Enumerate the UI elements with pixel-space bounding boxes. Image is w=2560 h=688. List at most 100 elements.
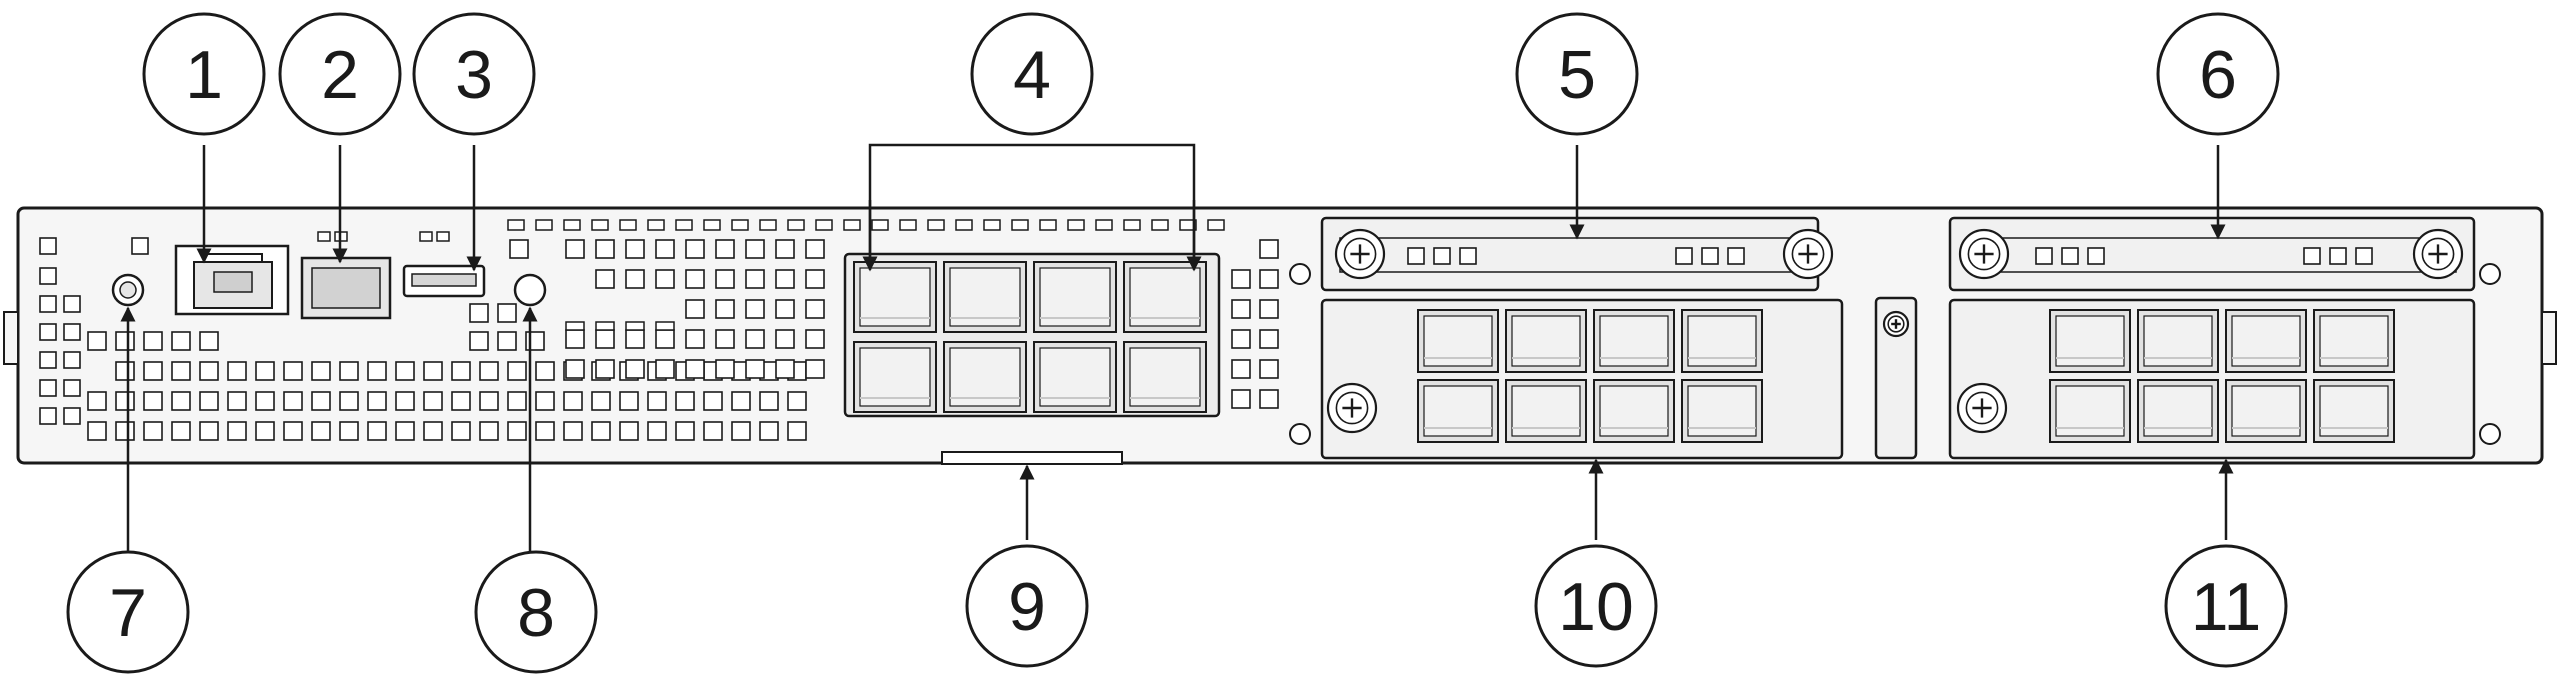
vent-slot: [1039, 219, 1057, 231]
vent-slot: [479, 391, 499, 411]
sfp-port[interactable]: [2225, 379, 2307, 443]
sfp-port[interactable]: [2313, 309, 2395, 373]
vent-slot: [745, 299, 765, 319]
vent-slot: [367, 361, 387, 381]
sfp-port[interactable]: [1033, 341, 1117, 413]
sfp-port[interactable]: [2313, 379, 2395, 443]
vent-slot: [715, 299, 735, 319]
vent-slot: [395, 361, 415, 381]
screws: [1326, 228, 2464, 434]
sfp-port[interactable]: [1123, 341, 1207, 413]
vent-slot: [565, 329, 585, 349]
sfp-port[interactable]: [1505, 309, 1587, 373]
vent-slot: [535, 391, 555, 411]
reset-button[interactable]: [513, 273, 547, 307]
callout-5-label: 5: [1558, 37, 1596, 113]
vent-slot: [507, 219, 525, 231]
sfp-port[interactable]: [2049, 379, 2131, 443]
leader-lines: [120, 143, 2234, 560]
vent-slot: [63, 407, 81, 425]
fixed-sfp-port-block: [843, 252, 1221, 418]
vent-slot: [625, 329, 645, 349]
vent-slot: [815, 219, 833, 231]
sfp-port[interactable]: [1593, 379, 1675, 443]
vent-slot: [115, 421, 135, 441]
vent-slot: [497, 331, 517, 351]
vent-slot: [131, 237, 149, 255]
vent-slot: [731, 219, 749, 231]
sfp-port[interactable]: [943, 261, 1027, 333]
vent-slot: [775, 329, 795, 349]
vent-slot: [227, 361, 247, 381]
vent-slot: [423, 391, 443, 411]
vent-slot: [1259, 239, 1279, 259]
ventilation-grid-top: [507, 219, 1225, 231]
sfp-port[interactable]: [1417, 379, 1499, 443]
vent-slot: [479, 361, 499, 381]
vent-slot: [591, 219, 609, 231]
sfp-port[interactable]: [853, 261, 937, 333]
vent-slot: [1259, 269, 1279, 289]
sfp-port[interactable]: [1417, 309, 1499, 373]
vent-slot: [983, 219, 1001, 231]
vent-slot: [255, 421, 275, 441]
vent-slot: [507, 361, 527, 381]
vent-slot: [283, 421, 303, 441]
callout-3-label: 3: [455, 37, 493, 113]
vent-slot: [565, 239, 585, 259]
vent-slot: [927, 219, 945, 231]
vent-slot: [685, 269, 705, 289]
vent-slot: [685, 359, 705, 379]
network-module-bay-2: [1948, 216, 2501, 460]
management-rj45-port[interactable]: [174, 244, 290, 316]
vent-slot: [595, 269, 615, 289]
power-led: [111, 273, 145, 307]
callout-1: 1: [142, 12, 266, 136]
sfp-port[interactable]: [853, 341, 937, 413]
vent-slot: [619, 391, 639, 411]
sfp-port[interactable]: [1593, 309, 1675, 373]
sfp-port[interactable]: [1681, 309, 1763, 373]
sfp-port[interactable]: [2137, 309, 2219, 373]
sfp-port[interactable]: [2225, 309, 2307, 373]
pull-tab[interactable]: [941, 451, 1123, 465]
vent-slot: [759, 219, 777, 231]
vent-slot: [563, 219, 581, 231]
phillips-screw-icon: [1334, 228, 1386, 280]
vent-slot: [1095, 219, 1113, 231]
vent-slot: [283, 361, 303, 381]
sfp-port[interactable]: [1123, 261, 1207, 333]
status-led: [625, 321, 645, 331]
vent-slot: [115, 391, 135, 411]
vent-slot: [595, 359, 615, 379]
sfp-port[interactable]: [1505, 379, 1587, 443]
vent-slot: [655, 269, 675, 289]
vent-slot: [1259, 389, 1279, 409]
vent-slot: [115, 361, 135, 381]
vent-slot: [339, 421, 359, 441]
sfp-port[interactable]: [1033, 261, 1117, 333]
vent-slot: [507, 421, 527, 441]
vent-slot: [563, 391, 583, 411]
phillips-screw-icon: [1956, 382, 2008, 434]
console-port[interactable]: [300, 231, 392, 320]
vent-slot: [871, 219, 889, 231]
module-led: [1459, 247, 1477, 265]
sfp-port[interactable]: [943, 341, 1027, 413]
sfp-port[interactable]: [1681, 379, 1763, 443]
module-led: [2035, 247, 2053, 265]
vent-slot: [367, 391, 387, 411]
usb-port[interactable]: [402, 231, 486, 298]
vent-slot: [703, 219, 721, 231]
sfp-port[interactable]: [2137, 379, 2219, 443]
vent-slot: [535, 219, 553, 231]
vent-slot: [1259, 329, 1279, 349]
callout-6: 6: [2156, 12, 2280, 136]
vent-slot: [469, 303, 489, 323]
callout-5: 5: [1515, 12, 1639, 136]
vent-slot: [759, 421, 779, 441]
sfp-port[interactable]: [2049, 309, 2131, 373]
vent-slot: [39, 295, 57, 313]
vent-slot: [63, 323, 81, 341]
